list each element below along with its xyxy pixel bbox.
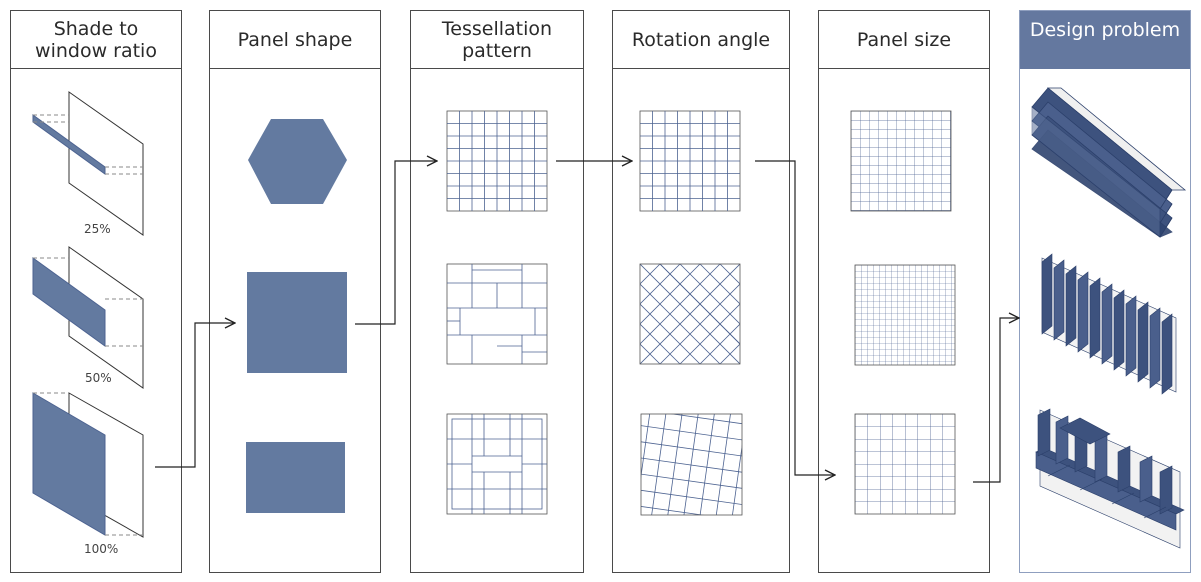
design-fins-vertical bbox=[1041, 253, 1177, 395]
panel-size-medium bbox=[854, 413, 956, 515]
ratio-diagram-50 bbox=[32, 246, 144, 389]
tessellation-brick bbox=[446, 263, 548, 365]
rectangle-shape bbox=[246, 442, 345, 513]
ratio-label-25: 25% bbox=[84, 222, 111, 236]
square-shape bbox=[247, 272, 347, 373]
panel-size-extra-small bbox=[854, 264, 956, 366]
ratio-label-100: 100% bbox=[84, 542, 119, 556]
column-title-shade-ratio: Shade to window ratio bbox=[11, 11, 181, 69]
ratio-diagram-100 bbox=[32, 392, 144, 538]
connector-arrows bbox=[155, 161, 1019, 483]
tessellation-grid bbox=[446, 110, 548, 212]
panel-size-small bbox=[850, 110, 952, 212]
rotation-45-deg bbox=[639, 263, 741, 365]
column-title-design-problem: Design problem bbox=[1020, 11, 1190, 69]
column-title-rotation: Rotation angle bbox=[613, 11, 789, 69]
column-title-panel-size: Panel size bbox=[819, 11, 989, 69]
hexagon-shape bbox=[248, 119, 347, 204]
tessellation-basketweave bbox=[446, 413, 548, 515]
rotation-0-deg bbox=[639, 110, 741, 212]
design-louvers-horizontal bbox=[1031, 87, 1187, 238]
rotation-small-angle bbox=[640, 413, 743, 516]
design-egg-crate bbox=[1035, 408, 1185, 549]
column-title-tessellation: Tessellation pattern bbox=[411, 11, 583, 69]
column-rotation: Rotation angle bbox=[612, 10, 790, 573]
ratio-diagram-25 bbox=[32, 91, 144, 236]
column-title-panel-shape: Panel shape bbox=[210, 11, 380, 69]
ratio-label-50: 50% bbox=[85, 371, 112, 385]
